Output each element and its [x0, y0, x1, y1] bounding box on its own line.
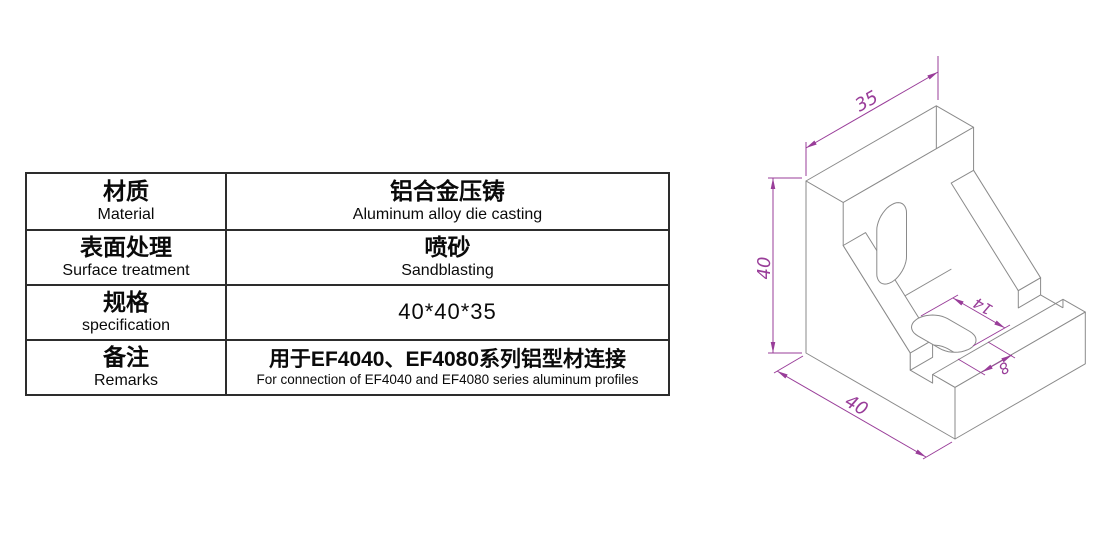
left-gusset-end-face [909, 339, 934, 371]
dimension-arrow [953, 298, 964, 306]
surface-value-en: Sandblasting [401, 261, 494, 279]
remarks-value-zh: 用于EF4040、EF4080系列铝型材连接 [268, 347, 627, 371]
edge-line [842, 126, 974, 203]
remarks-value-en: For connection of EF4040 and EF4080 seri… [256, 372, 639, 388]
table-row-surface-value: 喷砂 Sandblasting [227, 229, 668, 284]
dimension-arrow [806, 140, 817, 148]
material-label-zh: 材质 [103, 178, 149, 205]
dimension-arrow [770, 342, 776, 353]
spec-label-zh: 规格 [103, 289, 149, 316]
table-row-material-value: 铝合金压铸 Aluminum alloy die casting [227, 174, 668, 229]
dimension-arrow [777, 371, 788, 379]
base-slot [910, 314, 977, 353]
material-value-zh: 铝合金压铸 [390, 178, 505, 205]
dimension-line [776, 370, 927, 458]
right-gusset-end-face [1017, 277, 1042, 309]
dim-label-height: 40 [754, 257, 775, 280]
dimension-arrow [927, 72, 938, 80]
dimension-arrow [1001, 355, 1012, 363]
dimension-arrow [982, 364, 993, 372]
dimension-line [920, 294, 959, 317]
table-row-remarks-label: 备注 Remarks [27, 339, 227, 394]
spec-label-en: specification [81, 316, 171, 334]
remarks-label-zh: 备注 [103, 344, 149, 371]
dimension-line [805, 71, 939, 149]
dimension-line [922, 441, 953, 460]
dimension-line [957, 358, 986, 376]
edge-line [1040, 294, 1064, 309]
table-row-spec-value: 40*40*35 [227, 284, 668, 339]
surface-label-en: Surface treatment [62, 261, 190, 279]
surface-label-zh: 表面处理 [80, 234, 172, 261]
surface-value-zh: 喷砂 [424, 234, 471, 261]
dimension-arrow [770, 178, 776, 189]
dimension-arrow [994, 320, 1005, 328]
table-row-material-label: 材质 Material [27, 174, 227, 229]
material-label-en: Material [97, 205, 155, 223]
dimension-line [773, 355, 804, 374]
remarks-label-en: Remarks [93, 371, 158, 389]
material-value-en: Aluminum alloy die casting [352, 205, 543, 223]
wall-slot [876, 202, 907, 285]
table-row-surface-label: 表面处理 Surface treatment [27, 229, 227, 284]
dimension-arrow [915, 449, 926, 457]
spec-value: 40*40*35 [398, 299, 497, 325]
dim-label-depth: 40 [841, 391, 871, 421]
table-row-spec-label: 规格 specification [27, 284, 227, 339]
dimension-line [972, 324, 1011, 347]
dim-label-width: 35 [852, 87, 882, 117]
spec-table: 材质 Material 铝合金压铸 Aluminum alloy die cas… [25, 172, 670, 396]
table-row-remarks-value: 用于EF4040、EF4080系列铝型材连接 For connection of… [227, 339, 668, 394]
